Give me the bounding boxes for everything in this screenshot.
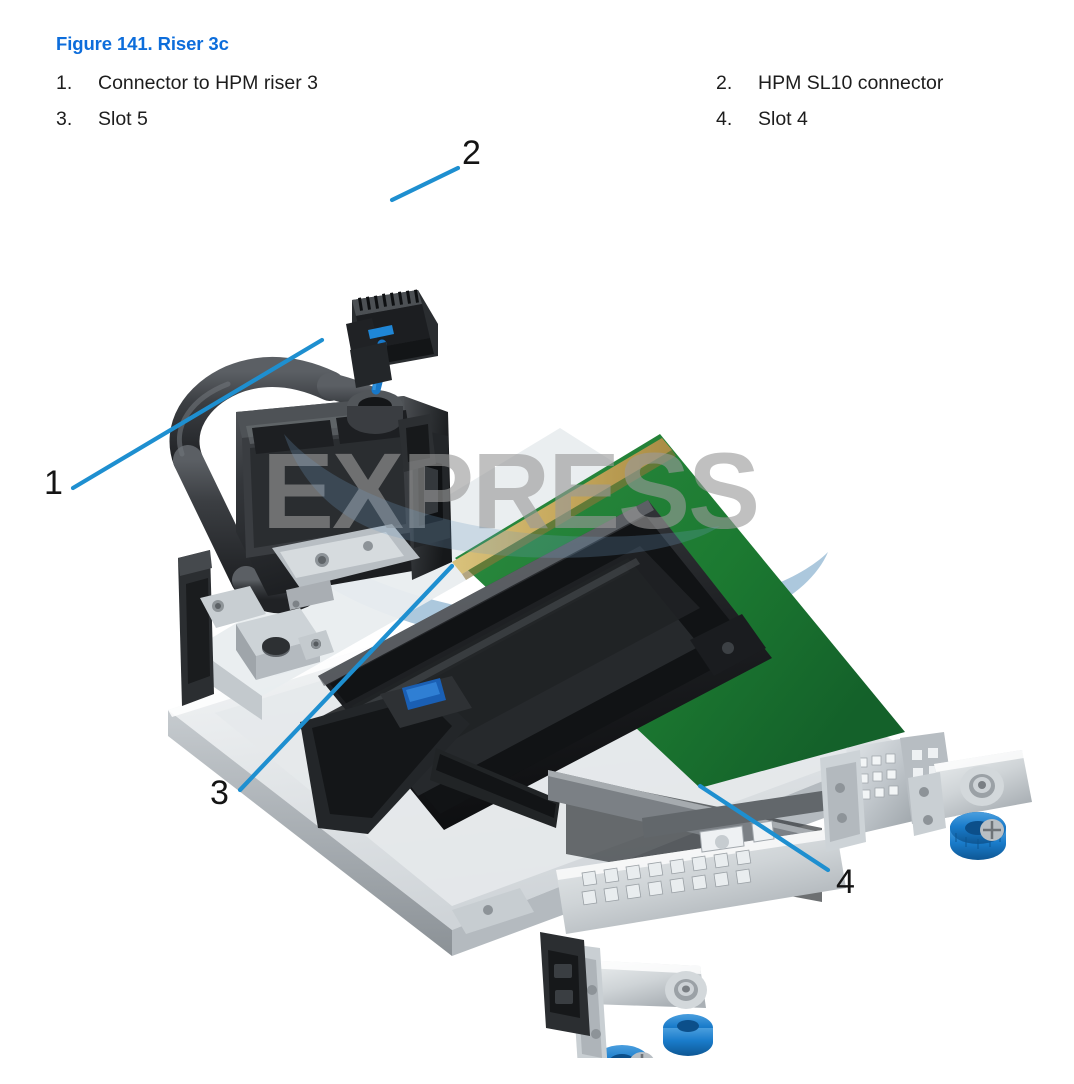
slot-4-bracket [548, 770, 870, 934]
legend-number-4: 4. [716, 108, 733, 130]
legend-label-2: HPM SL10 connector [758, 72, 944, 94]
inner-metal-bracket [272, 524, 420, 610]
figure-caption-block: Figure 141. Riser 3c 1. Connector to HPM… [56, 32, 1036, 135]
leader-line-2 [389, 165, 461, 203]
legend-item-4: 4. Slot 4 [716, 104, 1036, 135]
cable-retention-clip [398, 414, 436, 472]
figure-title: Figure 141. Riser 3c [56, 33, 229, 54]
legend-label-3: Slot 5 [98, 108, 148, 130]
callout-number-4: 4 [836, 863, 855, 901]
legend-number-1: 1. [56, 72, 73, 94]
legend-label-1: Connector to HPM riser 3 [98, 72, 318, 94]
leader-line-4 [697, 783, 831, 873]
watermark-text: EXPRESS [262, 430, 758, 551]
riser-assembly-illustration: EXPRESS [70, 165, 1032, 1058]
callout-number-1: 1 [44, 464, 63, 502]
leader-line-3 [237, 563, 455, 793]
legend-label-4: Slot 4 [758, 108, 808, 130]
card-guide-post [178, 550, 334, 706]
legend-item-3: 3. Slot 5 [56, 104, 716, 135]
legend-number-2: 2. [716, 72, 733, 94]
legend-number-3: 3. [56, 108, 73, 130]
thumbscrew-assembly-right [908, 750, 1032, 860]
figure-image: EXPRESS 1 2 3 4 [0, 128, 1074, 1058]
callout-leader-lines [70, 165, 831, 873]
hpm-sl10-connector [346, 289, 438, 395]
watermark-arc-front [284, 434, 720, 558]
thumbscrew-assembly-left [540, 932, 713, 1058]
figure-legend: 1. Connector to HPM riser 3 2. HPM SL10 … [56, 68, 1036, 135]
legend-item-2: 2. HPM SL10 connector [716, 68, 1036, 99]
hpm-cable-assembly [169, 357, 452, 614]
callout-number-3: 3 [210, 774, 229, 812]
callout-number-2: 2 [462, 134, 481, 172]
riser-latch-lever [300, 676, 560, 834]
watermark: EXPRESS [262, 430, 760, 551]
tray-mount-tab [452, 888, 534, 934]
legend-item-1: 1. Connector to HPM riser 3 [56, 68, 716, 99]
leader-line-1 [70, 337, 325, 491]
